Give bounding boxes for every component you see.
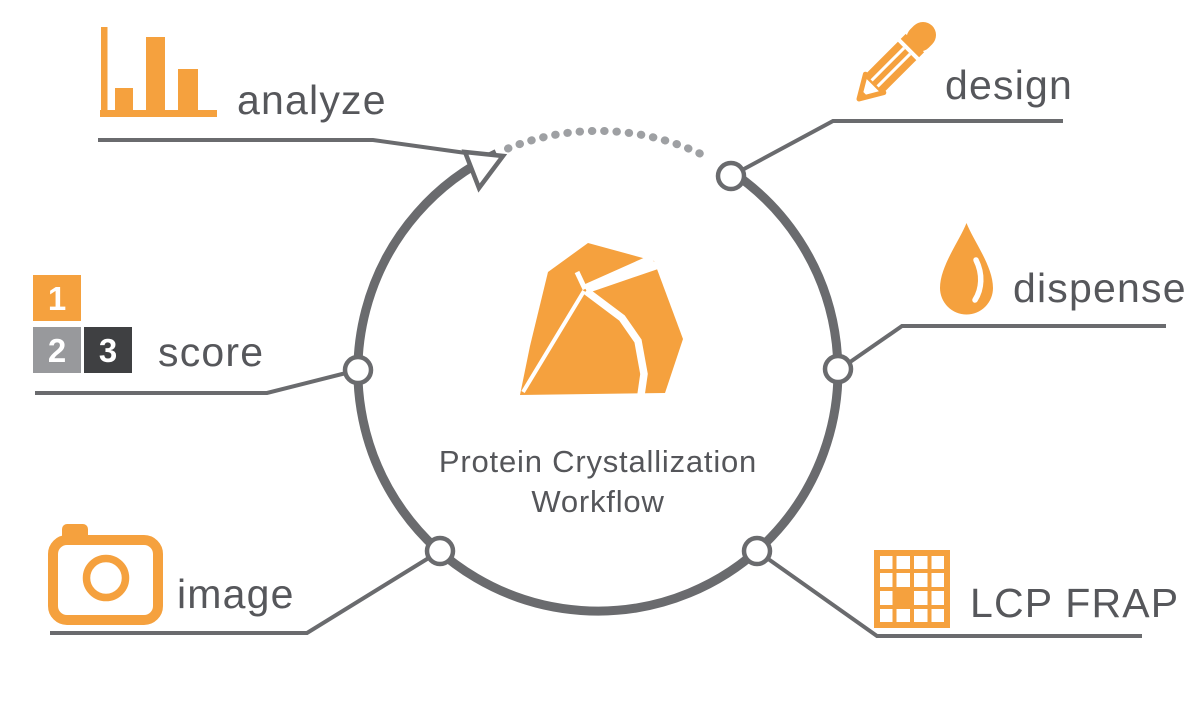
image-node bbox=[424, 535, 456, 567]
workflow-ring-solid-arc bbox=[353, 149, 843, 616]
step-analyze: analyze bbox=[98, 27, 467, 155]
analyze-label: analyze bbox=[237, 77, 387, 123]
crystal-crack-wedge bbox=[583, 256, 661, 293]
workflow-ring-dotted-arc bbox=[504, 126, 711, 161]
diagram-title-line1: Protein Crystallization bbox=[439, 444, 757, 479]
score-digit-2: 2 bbox=[48, 332, 66, 369]
design-connector bbox=[730, 119, 1063, 178]
well-grid-icon bbox=[874, 550, 950, 628]
score-digit-3: 3 bbox=[99, 332, 117, 369]
lcp-frap-label: LCP FRAP bbox=[970, 580, 1179, 626]
score-connector bbox=[35, 368, 359, 395]
step-image: image bbox=[48, 524, 456, 635]
step-score: 1 2 3 score bbox=[33, 275, 374, 395]
design-node bbox=[715, 160, 747, 192]
analyze-connector bbox=[98, 138, 467, 155]
workflow-ring bbox=[353, 126, 843, 616]
dispense-connector bbox=[838, 324, 1166, 371]
crystal-icon bbox=[520, 243, 683, 396]
dispense-label: dispense bbox=[1013, 265, 1187, 311]
score-label: score bbox=[158, 329, 264, 375]
image-label: image bbox=[177, 571, 295, 617]
score-123-icon: 1 2 3 bbox=[33, 275, 132, 373]
step-dispense: dispense bbox=[822, 223, 1187, 385]
crystal-crack-right bbox=[583, 288, 648, 396]
diagram-title-line2: Workflow bbox=[531, 484, 664, 519]
design-label: design bbox=[945, 62, 1073, 108]
step-lcp-frap: LCP FRAP bbox=[741, 535, 1179, 638]
camera-icon bbox=[48, 524, 163, 625]
lcp-frap-node bbox=[741, 535, 773, 567]
lcp-frap-connector bbox=[755, 549, 1142, 638]
score-node bbox=[342, 354, 374, 386]
bar-chart-icon bbox=[100, 27, 217, 117]
crystal-crack-left bbox=[521, 289, 586, 394]
pencil-icon bbox=[856, 22, 936, 102]
step-design: design bbox=[715, 22, 1073, 192]
score-digit-1: 1 bbox=[48, 280, 66, 317]
flow-arrowhead-icon bbox=[461, 149, 508, 193]
dispense-node bbox=[822, 353, 854, 385]
image-connector bbox=[50, 549, 442, 635]
droplet-icon bbox=[940, 223, 993, 315]
crystal-crack-top bbox=[574, 270, 588, 291]
